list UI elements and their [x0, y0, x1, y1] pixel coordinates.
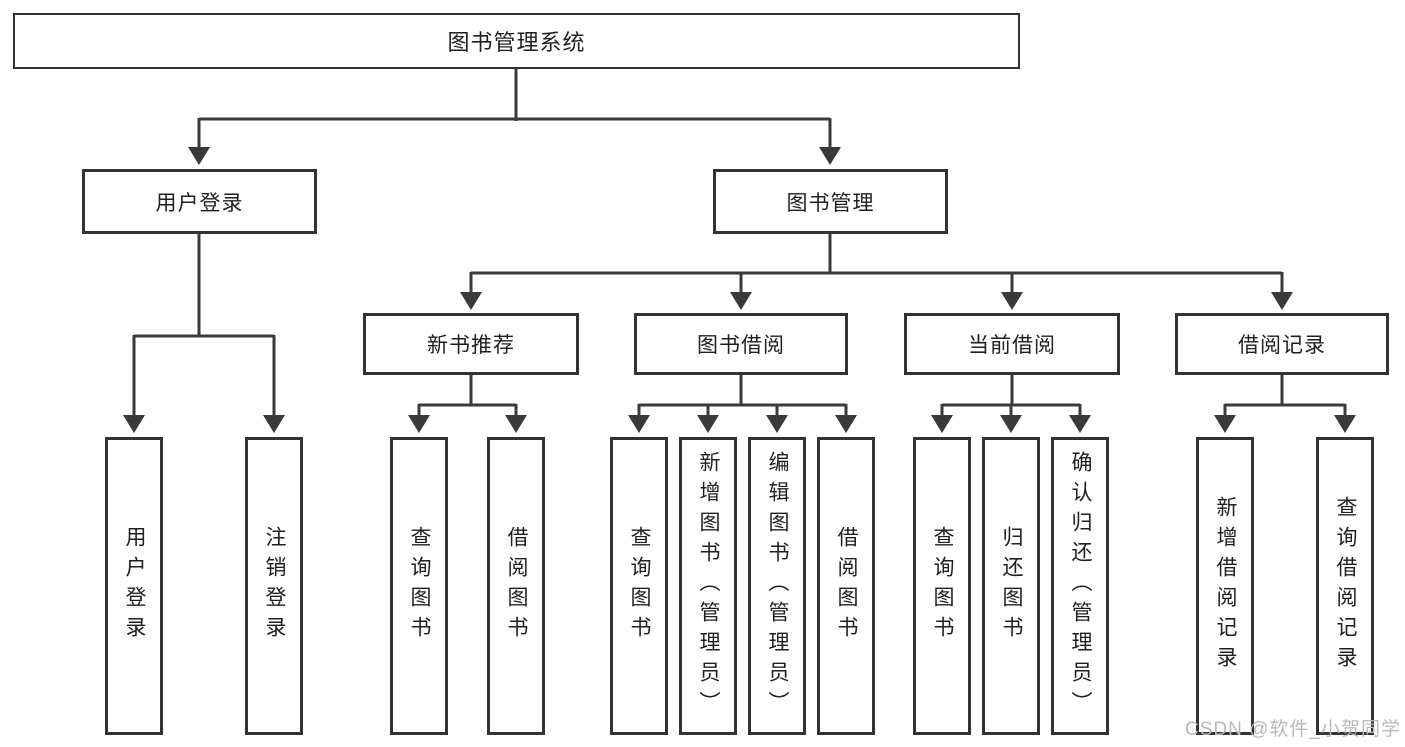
leaf-logout-login: 注销登录 [245, 437, 303, 735]
leaf-confirm-return-admin: 确认归还（管理员） [1051, 437, 1109, 735]
node-new-book-recommend: 新书推荐 [363, 313, 579, 375]
node-root: 图书管理系统 [13, 13, 1020, 69]
leaf-query-books-current: 查询图书 [913, 437, 971, 735]
node-book-management: 图书管理 [713, 169, 948, 234]
node-user-login: 用户登录 [82, 169, 317, 234]
leaf-query-borrow-record: 查询借阅记录 [1316, 437, 1374, 735]
leaf-add-borrow-record: 新增借阅记录 [1196, 437, 1254, 735]
leaf-edit-books-admin: 编辑图书（管理员） [748, 437, 806, 735]
node-book-borrowing: 图书借阅 [634, 313, 848, 375]
leaf-borrow-books-recommend: 借阅图书 [487, 437, 545, 735]
leaf-query-books-recommend: 查询图书 [390, 437, 448, 735]
leaf-add-books-admin: 新增图书（管理员） [679, 437, 737, 735]
node-borrowing-records: 借阅记录 [1175, 313, 1389, 375]
leaf-borrow-books-borrowing: 借阅图书 [817, 437, 875, 735]
leaf-user-login: 用户登录 [105, 437, 163, 735]
leaf-return-books: 归还图书 [982, 437, 1040, 735]
csdn-watermark: CSDN @软件_小贺同学 [1185, 719, 1401, 740]
leaf-query-books-borrowing: 查询图书 [610, 437, 668, 735]
node-current-borrowing: 当前借阅 [904, 313, 1120, 375]
